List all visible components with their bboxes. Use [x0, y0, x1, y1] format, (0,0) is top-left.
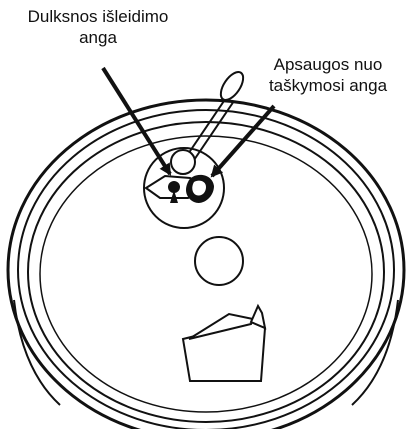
steam-vent-label-line-1: Dulksnos išleidimo — [8, 6, 188, 27]
splash-guard-part — [186, 175, 214, 203]
steam-vent-label: Dulksnos išleidimo anga — [8, 6, 188, 48]
pin-tip — [216, 68, 247, 103]
splash-guard-arrow — [212, 106, 274, 176]
steam-vent-label-line-2: anga — [8, 27, 188, 48]
splash-guard-label-line-1: Apsaugos nuo — [250, 54, 406, 75]
splash-guard-label: Apsaugos nuo taškymosi anga — [250, 54, 406, 96]
round-opening — [195, 237, 243, 285]
splash-guard-label-line-2: taškymosi anga — [250, 75, 406, 96]
lid-handle — [183, 306, 265, 381]
pin-ball — [171, 150, 195, 174]
